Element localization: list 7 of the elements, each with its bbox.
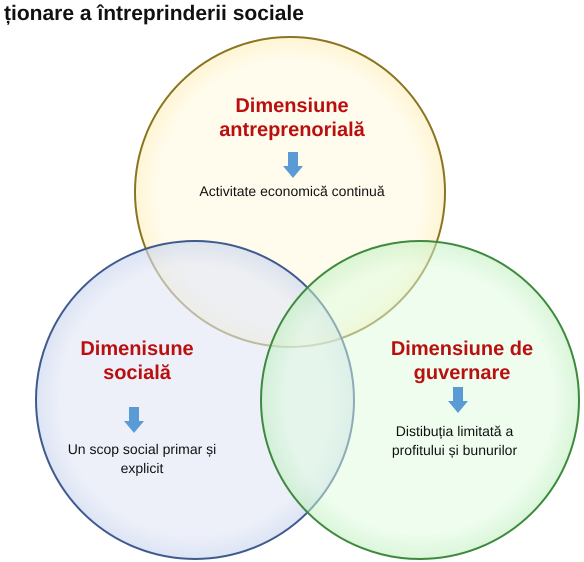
circle-description: Un scop social primar și explicit bbox=[66, 440, 218, 478]
circle-heading: Dimensiune de guvernare bbox=[390, 337, 534, 385]
circle-description: Distibuția limitată a profitului și bunurilor bbox=[390, 422, 518, 460]
diagram-title: ționare a întreprinderii sociale bbox=[4, 2, 304, 26]
circle-heading: Dimenisune socială bbox=[79, 337, 195, 385]
circle-description: Activitate economică continuă bbox=[198, 182, 386, 201]
circle-heading: Dimensiune antreprenorială bbox=[218, 94, 366, 142]
